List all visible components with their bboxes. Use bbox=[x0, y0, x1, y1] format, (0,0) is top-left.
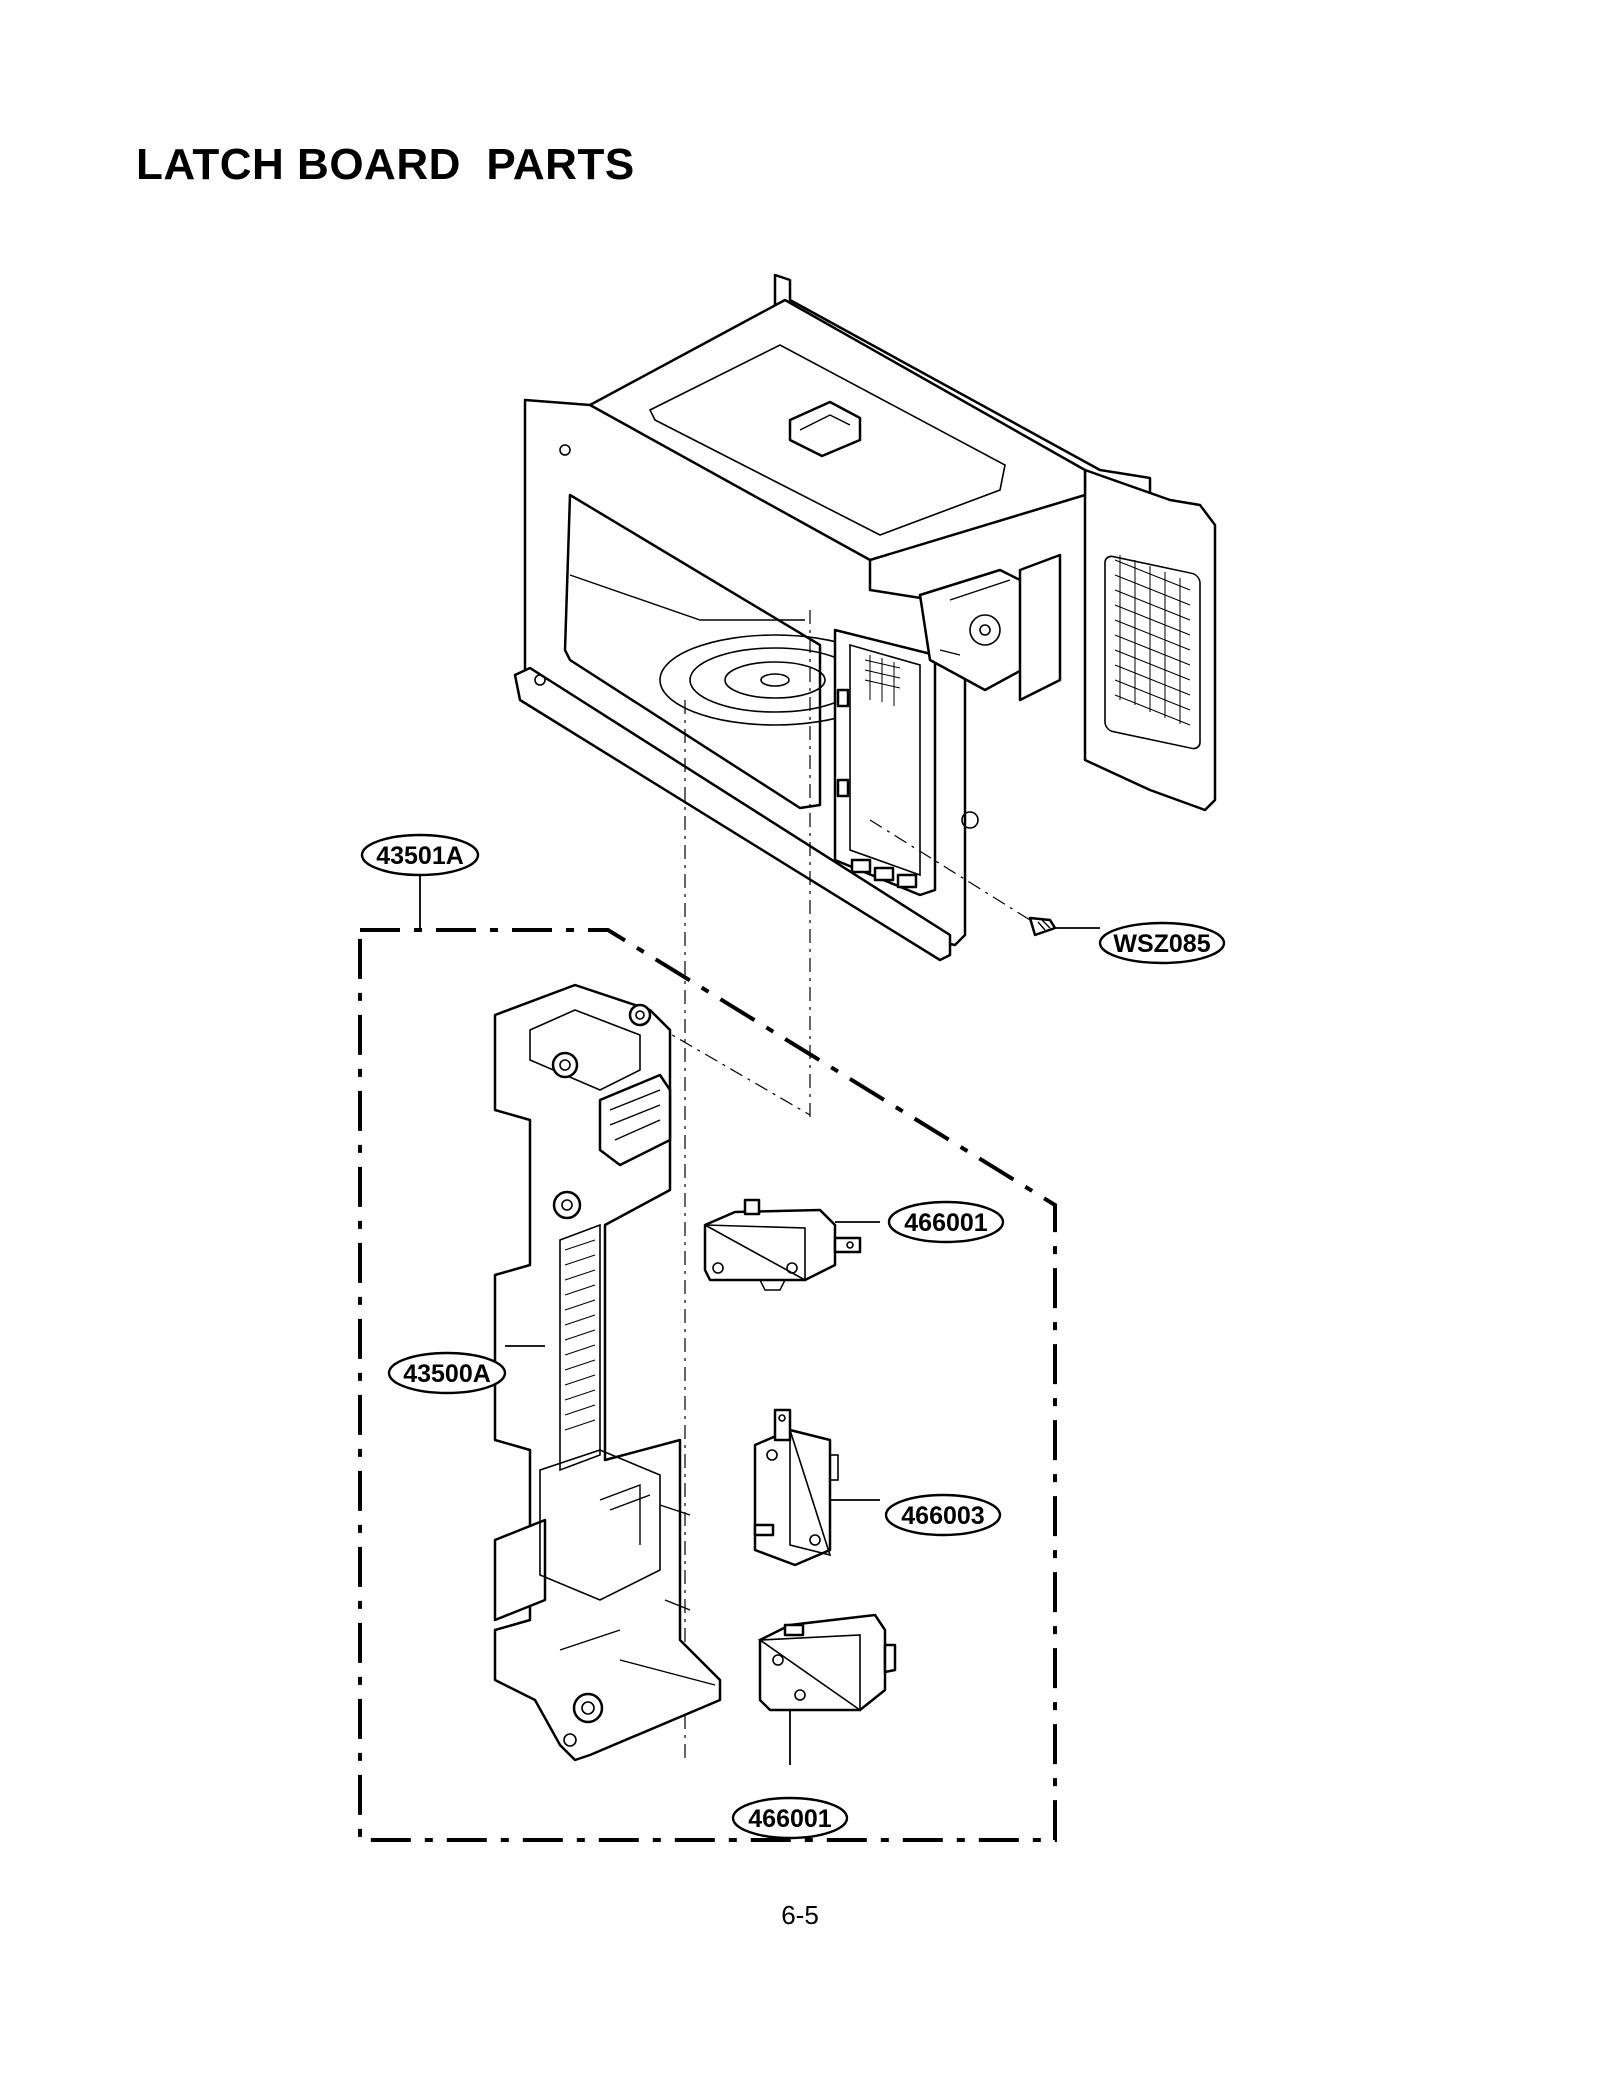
assembly-guide-lines bbox=[634, 610, 1031, 1760]
callout-switch-upper: 466001 bbox=[887, 1200, 1005, 1244]
latch-board bbox=[493, 983, 722, 1762]
page-number: 6-5 bbox=[781, 1900, 819, 1930]
svg-text:43500A: 43500A bbox=[403, 1360, 491, 1388]
callout-latch-board-assembly: 43501A bbox=[360, 833, 480, 877]
leader-lines bbox=[419, 874, 880, 1765]
oven-cavity-frame bbox=[513, 273, 1217, 962]
svg-text:466003: 466003 bbox=[901, 1502, 984, 1530]
svg-text:466001: 466001 bbox=[748, 1805, 832, 1833]
motor-bracket bbox=[918, 553, 1062, 702]
vent-grid bbox=[1114, 555, 1191, 726]
callout-screw: WSZ085 bbox=[1098, 921, 1226, 965]
switch-middle-466003 bbox=[753, 1408, 839, 1567]
svg-text:466001: 466001 bbox=[904, 1209, 988, 1237]
page-title: LATCH BOARD PARTS bbox=[136, 140, 635, 189]
callout-switch-lower: 466001 bbox=[731, 1796, 849, 1840]
callout-switch-middle: 466003 bbox=[884, 1493, 1002, 1537]
switch-upper-466001 bbox=[703, 1198, 862, 1291]
screw-wsz085 bbox=[1028, 916, 1100, 937]
callout-latch-board: 43500A bbox=[387, 1351, 507, 1395]
switch-lower-466001 bbox=[757, 1613, 897, 1712]
assembly-boundary bbox=[358, 928, 1057, 1842]
svg-text:WSZ085: WSZ085 bbox=[1113, 930, 1210, 958]
svg-text:43501A: 43501A bbox=[376, 842, 464, 870]
